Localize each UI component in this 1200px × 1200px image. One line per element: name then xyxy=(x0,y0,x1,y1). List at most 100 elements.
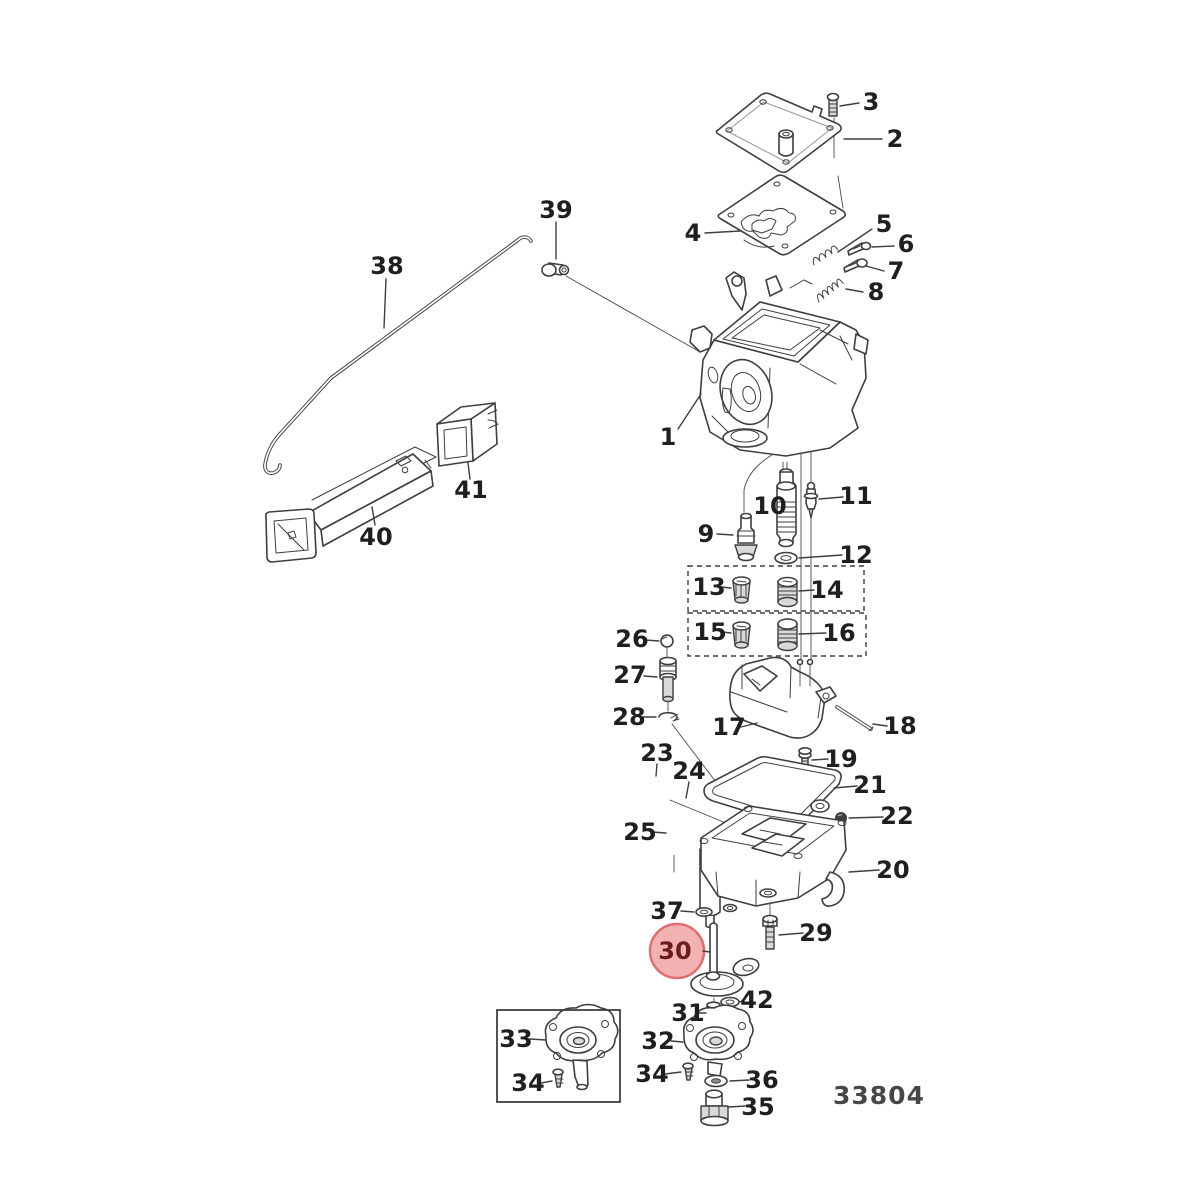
callout-7[interactable]: 7 xyxy=(888,257,905,285)
callout-9[interactable]: 9 xyxy=(698,520,715,548)
part-30-pump-valve xyxy=(690,922,760,997)
pump-cover-group-box xyxy=(496,1009,621,1103)
part-36-washer xyxy=(704,1074,728,1088)
callout-20[interactable]: 20 xyxy=(876,856,909,884)
leader-4 xyxy=(704,230,741,234)
leader-36 xyxy=(729,1079,750,1082)
leader-25 xyxy=(651,831,667,834)
callout-35[interactable]: 35 xyxy=(741,1093,774,1121)
callout-34-right[interactable]: 34 xyxy=(635,1060,668,1088)
callout-38[interactable]: 38 xyxy=(370,252,403,280)
leader-21 xyxy=(833,785,858,789)
part-27-plunger xyxy=(659,656,677,703)
leader-34-left xyxy=(540,1080,553,1084)
part-6-needle-screw xyxy=(847,241,872,256)
part-9-main-nozzle xyxy=(734,512,758,562)
callout-39[interactable]: 39 xyxy=(539,196,572,224)
leader-12 xyxy=(798,554,843,559)
leader-22 xyxy=(848,816,884,819)
leader-6 xyxy=(871,245,895,248)
diagram-id-label: 33804 xyxy=(833,1081,925,1110)
part-20-float-bowl xyxy=(699,805,847,929)
leader-19 xyxy=(811,758,829,761)
part-41-duct-joint xyxy=(436,402,499,467)
callout-32[interactable]: 32 xyxy=(641,1027,674,1055)
part-38-choke-rod xyxy=(263,235,533,475)
callout-25[interactable]: 25 xyxy=(623,818,656,846)
leader-13 xyxy=(720,586,732,589)
leader-11 xyxy=(818,496,844,500)
leader-15 xyxy=(721,631,732,634)
callout-34-left[interactable]: 34 xyxy=(511,1069,544,1097)
callout-27[interactable]: 27 xyxy=(613,661,646,689)
callout-18[interactable]: 18 xyxy=(883,712,916,740)
part-3-screw xyxy=(826,92,840,117)
part-13-pilot-jet xyxy=(732,576,751,604)
leader-7 xyxy=(865,265,885,272)
leader-16 xyxy=(798,632,827,635)
callout-28[interactable]: 28 xyxy=(612,703,645,731)
callout-11[interactable]: 11 xyxy=(839,482,872,510)
callout-33[interactable]: 33 xyxy=(499,1025,532,1053)
part-21-bowl-gasket xyxy=(703,755,842,827)
callout-5[interactable]: 5 xyxy=(876,210,893,238)
leader-42 xyxy=(739,999,745,1003)
leader-17 xyxy=(740,722,758,728)
callout-6[interactable]: 6 xyxy=(898,230,915,258)
callout-8[interactable]: 8 xyxy=(868,278,885,306)
part-29-bolt xyxy=(762,914,778,950)
part-4-diaphragm-plate xyxy=(717,174,847,256)
callout-4[interactable]: 4 xyxy=(685,219,702,247)
callout-10[interactable]: 10 xyxy=(753,492,786,520)
leader-23 xyxy=(655,763,658,777)
part-1-carburetor-body xyxy=(689,271,869,457)
callout-15[interactable]: 15 xyxy=(693,618,726,646)
callout-16[interactable]: 16 xyxy=(822,619,855,647)
callout-37[interactable]: 37 xyxy=(650,897,683,925)
callout-17[interactable]: 17 xyxy=(712,713,745,741)
part-37-washers xyxy=(695,903,738,917)
leader-34-right xyxy=(664,1071,682,1075)
callout-12[interactable]: 12 xyxy=(839,541,872,569)
callout-26[interactable]: 26 xyxy=(615,625,648,653)
leader-24 xyxy=(685,781,690,799)
callout-14[interactable]: 14 xyxy=(810,576,843,604)
leader-38 xyxy=(383,278,387,329)
part-34-screw-right xyxy=(682,1062,694,1081)
callout-24[interactable]: 24 xyxy=(672,757,705,785)
part-11-inlet-needle xyxy=(803,481,819,519)
callout-41[interactable]: 41 xyxy=(454,476,487,504)
leader-9 xyxy=(716,533,734,536)
callout-31[interactable]: 31 xyxy=(671,999,704,1027)
part-17-float xyxy=(729,656,837,739)
callout-29[interactable]: 29 xyxy=(799,919,832,947)
part-2-top-cover xyxy=(715,92,842,174)
leader-35 xyxy=(728,1105,746,1108)
leader-14 xyxy=(798,589,815,592)
callout-13[interactable]: 13 xyxy=(692,573,725,601)
callout-42[interactable]: 42 xyxy=(740,986,773,1014)
part-26-check-ball xyxy=(660,634,674,648)
callout-22[interactable]: 22 xyxy=(880,802,913,830)
part-12-washer xyxy=(774,551,798,565)
callout-1[interactable]: 1 xyxy=(660,423,677,451)
callout-19[interactable]: 19 xyxy=(824,745,857,773)
diagram-line-art xyxy=(263,92,874,1127)
leader-40 xyxy=(371,506,376,526)
callout-40[interactable]: 40 xyxy=(359,523,392,551)
leader-8 xyxy=(845,288,864,293)
part-5-spring xyxy=(812,245,839,266)
callout-21[interactable]: 21 xyxy=(853,771,886,799)
callout-2[interactable]: 2 xyxy=(887,125,904,153)
callout-23[interactable]: 23 xyxy=(640,739,673,767)
group-boxes xyxy=(496,565,867,1103)
callout-3[interactable]: 3 xyxy=(863,88,880,116)
callout-36[interactable]: 36 xyxy=(745,1066,778,1094)
leader-37 xyxy=(680,910,695,913)
callout-30[interactable]: 30 xyxy=(658,937,691,965)
leader-3 xyxy=(839,102,860,107)
part-33-pump-cover xyxy=(544,1003,619,1091)
leader-27 xyxy=(643,675,658,678)
